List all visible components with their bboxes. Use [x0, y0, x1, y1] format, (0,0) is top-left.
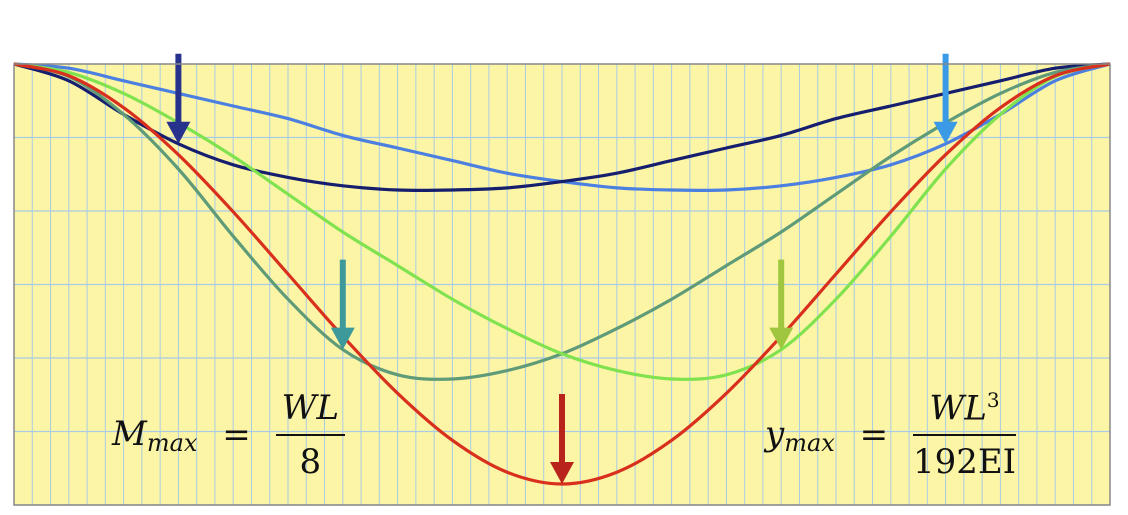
- deflection-numerator: WL3: [912, 388, 1017, 437]
- series-line-green: [13, 62, 1111, 381]
- red-arrow: [550, 394, 574, 484]
- deflection-lhs: y: [765, 413, 785, 454]
- load-arrows: [166, 53, 958, 484]
- moment-numerator: WL: [275, 388, 346, 436]
- grid-horizontal: [14, 136, 1110, 506]
- deflection-equals: =: [859, 415, 889, 456]
- moment-denominator: 8: [299, 442, 322, 482]
- deflection-numerator-base: WL: [929, 388, 987, 429]
- navy-arrow-head: [166, 121, 191, 144]
- red-arrow-head: [550, 462, 574, 484]
- deflection-fraction: WL3 192EI: [912, 388, 1017, 483]
- moment-equals: =: [222, 415, 251, 455]
- blue-arrow: [933, 53, 958, 144]
- deflection-denominator: 192EI: [912, 442, 1017, 483]
- moment-lhs-subscript: max: [146, 428, 198, 457]
- blue-arrow-head: [933, 121, 958, 144]
- deflection-lhs-subscript: max: [784, 428, 835, 457]
- moment-fraction: WL 8: [275, 388, 346, 482]
- teal-arrow-head: [330, 327, 355, 350]
- navy-arrow: [166, 53, 191, 144]
- teal-arrow: [330, 259, 355, 350]
- series-line-navy: [13, 62, 1111, 192]
- green-arrow: [769, 259, 794, 350]
- green-arrow-head: [769, 327, 794, 350]
- deflection-formula: ymax = WL3 192EI: [765, 388, 1017, 483]
- moment-lhs: M: [112, 413, 147, 454]
- moment-formula: Mmax = WL 8: [112, 388, 346, 482]
- deflection-numerator-exponent: 3: [986, 388, 1000, 412]
- plot-frame: [13, 63, 1111, 506]
